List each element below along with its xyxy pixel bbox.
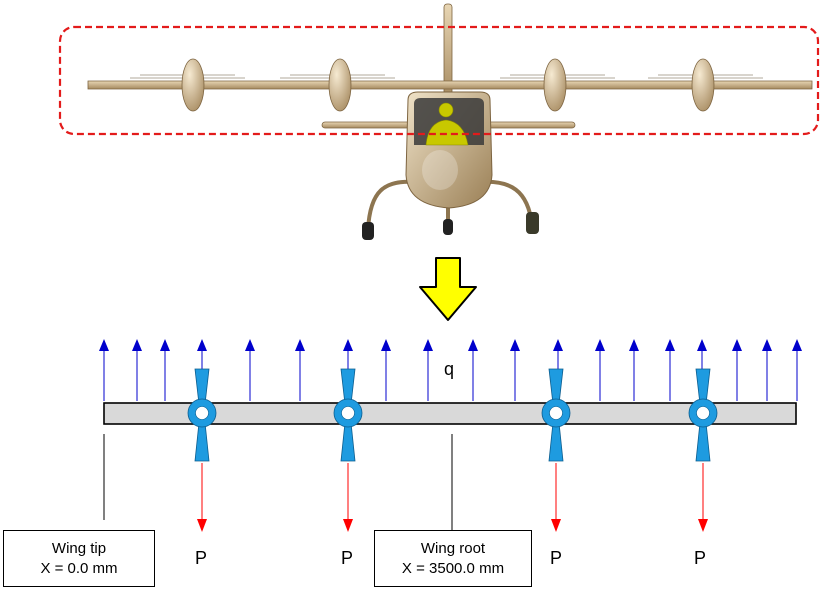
aircraft-illustration	[87, 3, 813, 240]
pilot-figure	[425, 102, 469, 146]
point-loads-p	[197, 463, 708, 532]
motor-nacelles	[181, 58, 715, 112]
lift-arrow	[510, 339, 520, 401]
wing-root-value: X = 3500.0 mm	[401, 560, 505, 577]
load-arrow	[698, 463, 708, 532]
wing-root-title: Wing root	[420, 540, 486, 557]
wing-beam	[103, 402, 797, 425]
motor-symbol	[333, 368, 363, 462]
load-arrow	[551, 463, 561, 532]
wing-tip-value: X = 0.0 mm	[40, 560, 118, 577]
wing-selection-box	[58, 25, 820, 136]
lift-arrow	[629, 339, 639, 401]
distributed-load-q	[99, 339, 802, 401]
point-load-label: P	[341, 548, 354, 568]
lift-arrow	[762, 339, 772, 401]
point-load-label: P	[694, 548, 707, 568]
wing-tip-label-box: Wing tip X = 0.0 mm	[3, 530, 155, 587]
lift-arrow	[295, 339, 305, 401]
wing-root-label-box: Wing root X = 3500.0 mm	[374, 530, 532, 587]
motor-symbol	[688, 368, 718, 462]
lift-arrow	[595, 339, 605, 401]
lift-arrow	[99, 339, 109, 401]
load-arrow	[197, 463, 207, 532]
motor-symbol	[187, 368, 217, 462]
lift-arrow	[792, 339, 802, 401]
point-load-label: P	[195, 548, 208, 568]
motor-symbols	[187, 368, 718, 462]
lift-arrow	[468, 339, 478, 401]
transform-arrow-icon	[419, 257, 477, 321]
distributed-load-label: q	[444, 359, 455, 379]
lift-arrow	[423, 339, 433, 401]
lift-arrow	[381, 339, 391, 401]
lift-arrow	[160, 339, 170, 401]
motor-symbol	[541, 368, 571, 462]
load-arrow	[343, 463, 353, 532]
wing-tip-title: Wing tip	[51, 540, 107, 557]
lift-arrow	[665, 339, 675, 401]
lift-arrow	[132, 339, 142, 401]
lift-arrow	[245, 339, 255, 401]
lift-arrow	[732, 339, 742, 401]
point-load-label: P	[550, 548, 563, 568]
